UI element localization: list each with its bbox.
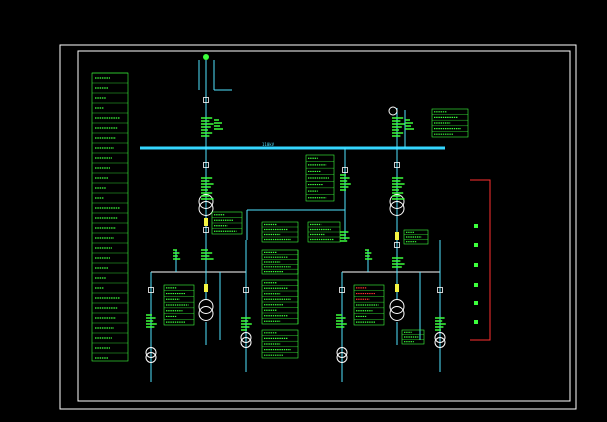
- device-clusters: [146, 97, 446, 331]
- transformer-winding: [434, 332, 446, 343]
- transformer-winding: [389, 194, 405, 209]
- transformer-winding: [198, 299, 214, 314]
- transformer-winding: [389, 299, 405, 314]
- feeders-left: [150, 240, 247, 382]
- breaker-symbol: [339, 287, 345, 293]
- transformer-symbol: [145, 54, 446, 363]
- transformer-winding: [389, 306, 405, 321]
- breaker-symbol: [243, 287, 249, 293]
- transformer-winding: [145, 347, 157, 358]
- inner-frame: [77, 50, 571, 402]
- breaker-symbol: [203, 227, 209, 233]
- fuse-symbol: [395, 232, 399, 240]
- breaker-symbol: [203, 97, 209, 103]
- fuse-symbol: [204, 218, 208, 226]
- transformer-winding: [389, 201, 405, 216]
- table-frame: [401, 329, 425, 345]
- left-legend-table: [91, 72, 129, 362]
- bracket-marker: [474, 283, 478, 287]
- fuse-symbol: [204, 284, 208, 292]
- fuse-symbol: [395, 284, 399, 292]
- bracket-markers: [474, 224, 478, 324]
- breaker-symbol: [394, 242, 400, 248]
- transformer-winding: [434, 337, 446, 348]
- transformer-winding: [198, 306, 214, 321]
- table-frame: [403, 229, 429, 245]
- breaker-symbol: [148, 287, 154, 293]
- table-frame: [261, 329, 299, 359]
- transformer-winding: [240, 332, 252, 343]
- table-frame: [353, 284, 385, 326]
- transformer-winding: [198, 201, 214, 216]
- transformer-winding: [198, 194, 214, 209]
- breaker-symbol: [342, 167, 348, 173]
- incoming-feeder-left: [198, 60, 232, 240]
- bracket-marker: [474, 263, 478, 267]
- center-info-table: [261, 221, 299, 359]
- transformer-winding: [240, 337, 252, 348]
- transformer-winding: [336, 347, 348, 358]
- table-frame: [431, 108, 469, 138]
- table-frame: [305, 154, 335, 202]
- transformer-winding: [336, 352, 348, 363]
- red-bracket: [470, 179, 491, 341]
- bracket-marker: [474, 243, 478, 247]
- breaker-symbol: [394, 162, 400, 168]
- mid-right-table: [163, 211, 429, 345]
- bus-coupler: [246, 148, 346, 240]
- bus-label: 110kV: [262, 142, 275, 147]
- transformer-winding: [145, 352, 157, 363]
- right-upper-table: [305, 108, 469, 202]
- table-frame: [163, 284, 195, 326]
- bracket-marker: [474, 301, 478, 305]
- bracket-marker: [474, 224, 478, 228]
- breaker-symbol: [203, 162, 209, 168]
- breaker-symbol: [437, 287, 443, 293]
- bracket-marker: [474, 320, 478, 324]
- outer-frame: [59, 44, 577, 410]
- terminal-dot: [203, 54, 209, 60]
